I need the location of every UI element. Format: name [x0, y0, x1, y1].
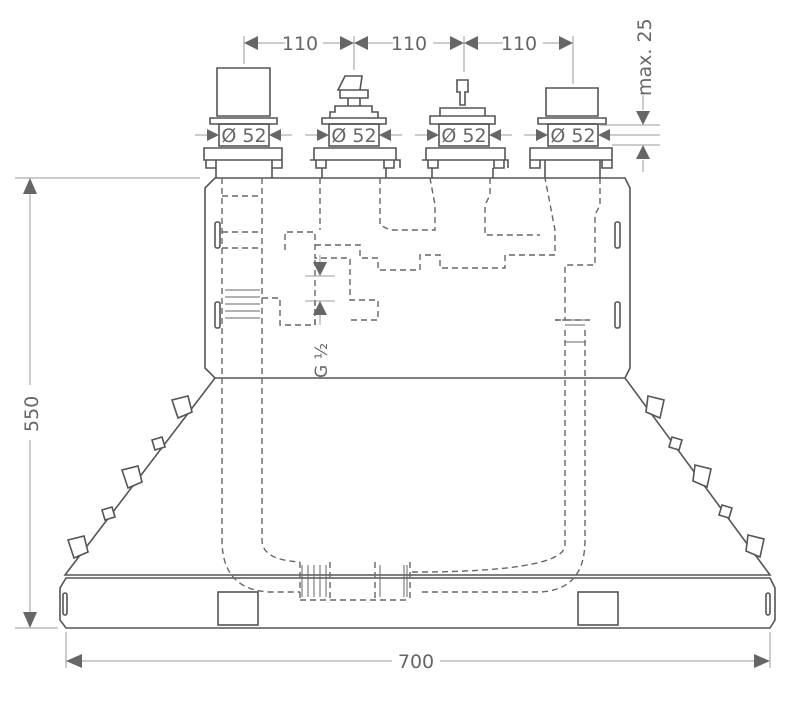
valve-2 — [310, 75, 401, 178]
spacing-dimensions: 110 110 110 — [243, 33, 574, 84]
diameter-label: Ø 52 — [221, 125, 266, 147]
slot — [214, 221, 221, 249]
thread-dimension: G ½ — [305, 255, 335, 378]
base-plate — [59, 577, 776, 629]
height-dimension: 550 — [15, 177, 200, 629]
diameter-4: Ø 52 — [524, 123, 660, 147]
slot — [614, 221, 621, 249]
width-dimension: 700 — [65, 632, 771, 673]
valve-3 — [422, 79, 509, 178]
adjustment-feet — [66, 395, 765, 560]
width-label: 700 — [398, 651, 434, 673]
hidden-pipework — [221, 177, 601, 601]
spacing-label: 110 — [282, 33, 318, 55]
mount-block-left — [217, 591, 259, 626]
slot-left — [62, 592, 68, 616]
spacing-label: 110 — [501, 33, 537, 55]
height-label: 550 — [21, 396, 43, 432]
valve-1 — [203, 67, 283, 178]
diameter-3: Ø 52 — [415, 123, 512, 147]
mount-block-right — [577, 591, 619, 626]
lower-frame — [63, 377, 772, 576]
diameter-1: Ø 52 — [195, 123, 292, 147]
thread-label: G ½ — [312, 343, 332, 378]
spacing-label: 110 — [391, 33, 427, 55]
max-depth-label: max. 25 — [634, 18, 656, 96]
max-depth-dimension: max. 25 — [600, 18, 660, 172]
diameter-label: Ø 52 — [550, 125, 595, 147]
diameter-label: Ø 52 — [441, 125, 486, 147]
slot — [214, 301, 221, 329]
slot-right — [765, 592, 771, 616]
slot — [614, 301, 621, 329]
diameter-2: Ø 52 — [305, 123, 402, 147]
valve-4 — [529, 87, 613, 178]
diameter-label: Ø 52 — [331, 125, 376, 147]
upper-housing — [204, 177, 631, 379]
hatching — [225, 289, 585, 597]
